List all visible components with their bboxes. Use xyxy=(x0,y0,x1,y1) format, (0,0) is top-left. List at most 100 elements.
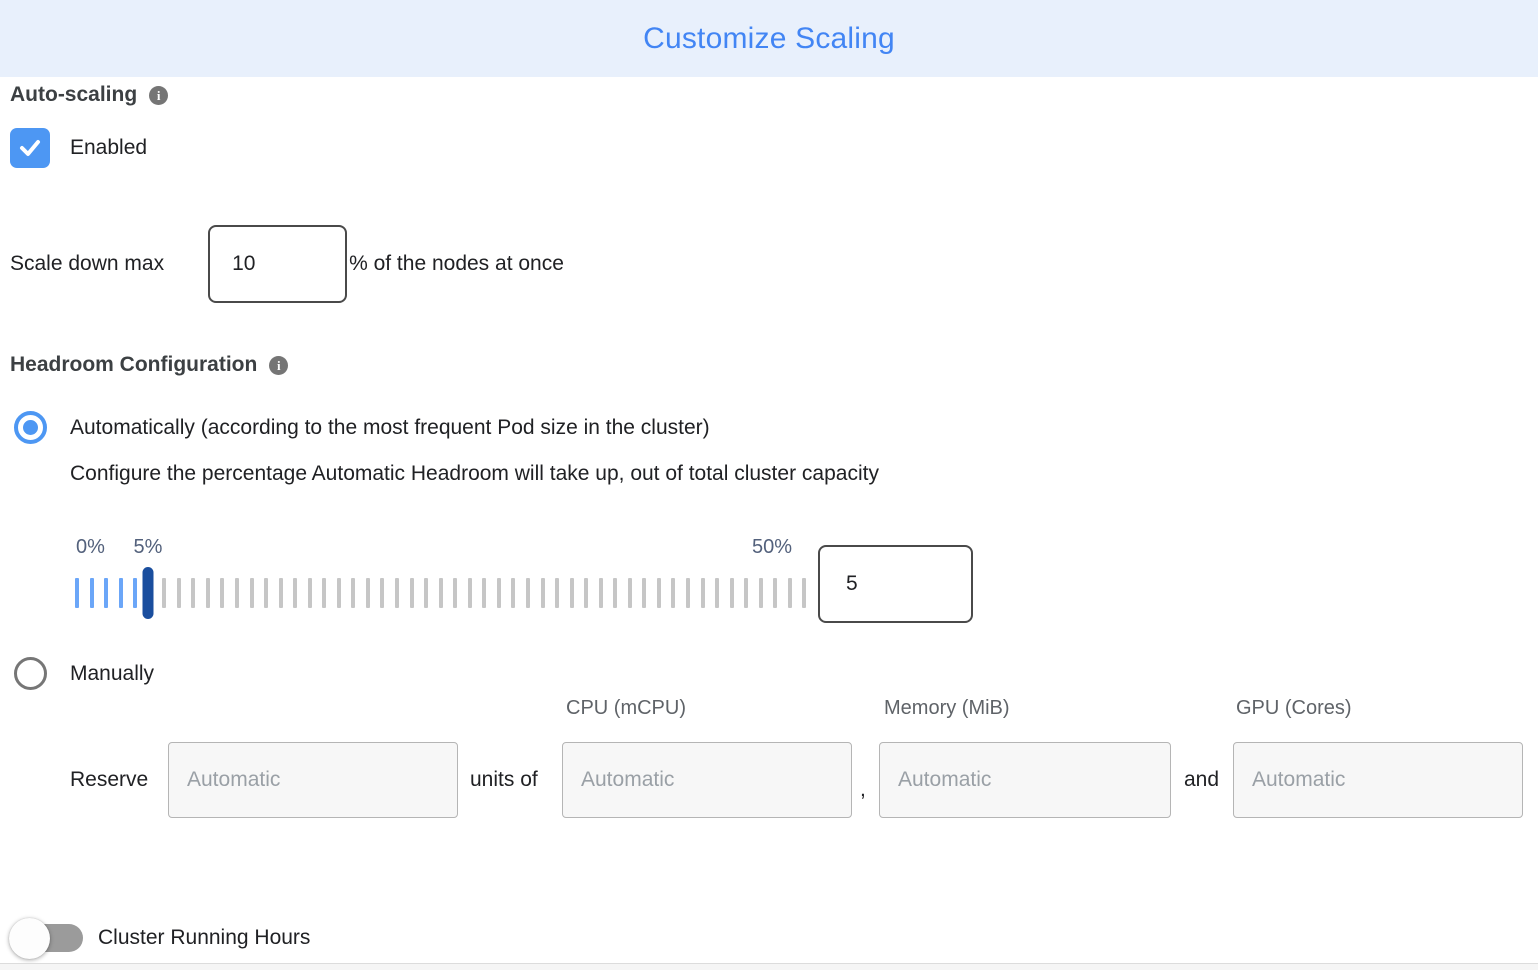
panel-title: Customize Scaling xyxy=(643,21,895,55)
cpu-column-header: CPU (mCPU) xyxy=(566,697,686,719)
cluster-running-hours-row: Cluster Running Hours xyxy=(0,912,310,964)
slider-tick xyxy=(264,578,269,608)
slider-tick xyxy=(773,578,778,608)
slider-tick xyxy=(656,578,661,608)
slider-tick xyxy=(787,578,792,608)
cpu-input-wrap xyxy=(562,742,852,818)
units-of-label: units of xyxy=(470,768,538,791)
comma-wrap: , xyxy=(860,752,866,828)
bottom-divider xyxy=(0,963,1538,970)
slider-tick xyxy=(685,578,690,608)
slider-tick xyxy=(380,578,385,608)
headroom-percentage-slider[interactable] xyxy=(75,567,807,619)
slider-tick xyxy=(307,578,312,608)
slider-tick xyxy=(249,578,254,608)
slider-tick xyxy=(235,578,240,608)
slider-current-label: 5% xyxy=(133,536,163,558)
headroom-slider-handle[interactable] xyxy=(142,567,154,619)
scale-down-prefix: Scale down max xyxy=(10,252,165,275)
reserve-label-wrap: Reserve xyxy=(70,742,148,818)
cluster-running-hours-label: Cluster Running Hours xyxy=(98,926,311,949)
enabled-checkbox[interactable] xyxy=(10,128,50,168)
slider-tick xyxy=(205,578,210,608)
headroom-percentage-input[interactable] xyxy=(818,545,973,623)
slider-tick xyxy=(744,578,749,608)
gpu-reserve-input[interactable] xyxy=(1233,742,1523,818)
slider-tick xyxy=(278,578,283,608)
auto-scaling-heading-label: Auto-scaling xyxy=(10,83,138,106)
headroom-slider-ticks xyxy=(75,578,807,608)
slider-tick xyxy=(758,578,763,608)
enabled-label: Enabled xyxy=(70,136,148,159)
cpu-reserve-input[interactable] xyxy=(562,742,852,818)
reserve-label: Reserve xyxy=(70,768,149,791)
headroom-manual-option[interactable]: Manually xyxy=(14,657,154,690)
headroom-automatic-option[interactable]: Automatically (according to the most fre… xyxy=(14,411,710,444)
slider-tick xyxy=(525,578,530,608)
slider-tick xyxy=(613,578,618,608)
reserve-units-input[interactable] xyxy=(168,742,458,818)
radio-selected-icon[interactable] xyxy=(14,411,47,444)
slider-tick xyxy=(351,578,356,608)
slider-max-label: 50% xyxy=(751,536,792,558)
scale-down-suffix: % of the nodes at once xyxy=(349,252,564,275)
cluster-running-hours-toggle[interactable] xyxy=(0,912,88,964)
slider-tick xyxy=(322,578,327,608)
auto-scaling-heading: Auto-scaling i xyxy=(10,83,169,107)
slider-tick xyxy=(176,578,181,608)
units-of-wrap: units of xyxy=(470,742,538,818)
slider-tick xyxy=(715,578,720,608)
headroom-heading: Headroom Configuration i xyxy=(10,353,289,377)
slider-min-label: 0% xyxy=(76,536,105,558)
auto-scaling-enabled-row: Enabled xyxy=(10,128,147,168)
memory-input-wrap xyxy=(879,742,1171,818)
memory-column-header: Memory (MiB) xyxy=(884,697,1010,719)
checkmark-icon xyxy=(20,140,40,156)
slider-tick xyxy=(584,578,589,608)
slider-tick xyxy=(671,578,676,608)
slider-tick xyxy=(540,578,545,608)
slider-tick xyxy=(700,578,705,608)
slider-tick xyxy=(104,578,109,608)
slider-tick xyxy=(89,578,94,608)
slider-tick xyxy=(162,578,167,608)
gpu-input-wrap xyxy=(1233,742,1523,818)
and-label: and xyxy=(1184,768,1220,791)
slider-tick xyxy=(438,578,443,608)
slider-tick xyxy=(598,578,603,608)
slider-tick xyxy=(453,578,458,608)
slider-tick xyxy=(627,578,632,608)
info-icon[interactable]: i xyxy=(269,355,289,375)
slider-tick xyxy=(395,578,400,608)
radio-unselected-icon[interactable] xyxy=(14,657,47,690)
headroom-heading-label: Headroom Configuration xyxy=(10,353,258,376)
and-wrap: and xyxy=(1184,742,1219,818)
slider-tick xyxy=(802,578,807,608)
slider-tick xyxy=(191,578,196,608)
slider-tick xyxy=(409,578,414,608)
toggle-thumb[interactable] xyxy=(9,918,50,959)
gpu-column-header: GPU (Cores) xyxy=(1236,697,1352,719)
headroom-value-box xyxy=(818,545,973,623)
comma-separator: , xyxy=(860,778,866,801)
info-icon[interactable]: i xyxy=(149,85,169,105)
memory-reserve-input[interactable] xyxy=(879,742,1171,818)
slider-tick xyxy=(569,578,574,608)
slider-tick xyxy=(511,578,516,608)
slider-tick xyxy=(336,578,341,608)
scale-down-row: Scale down max % of the nodes at once xyxy=(10,225,564,303)
scale-down-max-input[interactable] xyxy=(208,225,348,303)
manual-option-label: Manually xyxy=(70,661,155,685)
slider-tick xyxy=(496,578,501,608)
slider-tick xyxy=(118,578,123,608)
panel-header: Customize Scaling xyxy=(0,0,1538,77)
slider-tick xyxy=(482,578,487,608)
reserve-count-wrap xyxy=(168,742,458,818)
automatic-option-description: Configure the percentage Automatic Headr… xyxy=(70,462,879,485)
slider-tick xyxy=(642,578,647,608)
slider-tick xyxy=(133,578,138,608)
slider-tick xyxy=(555,578,560,608)
slider-tick xyxy=(293,578,298,608)
slider-tick xyxy=(467,578,472,608)
